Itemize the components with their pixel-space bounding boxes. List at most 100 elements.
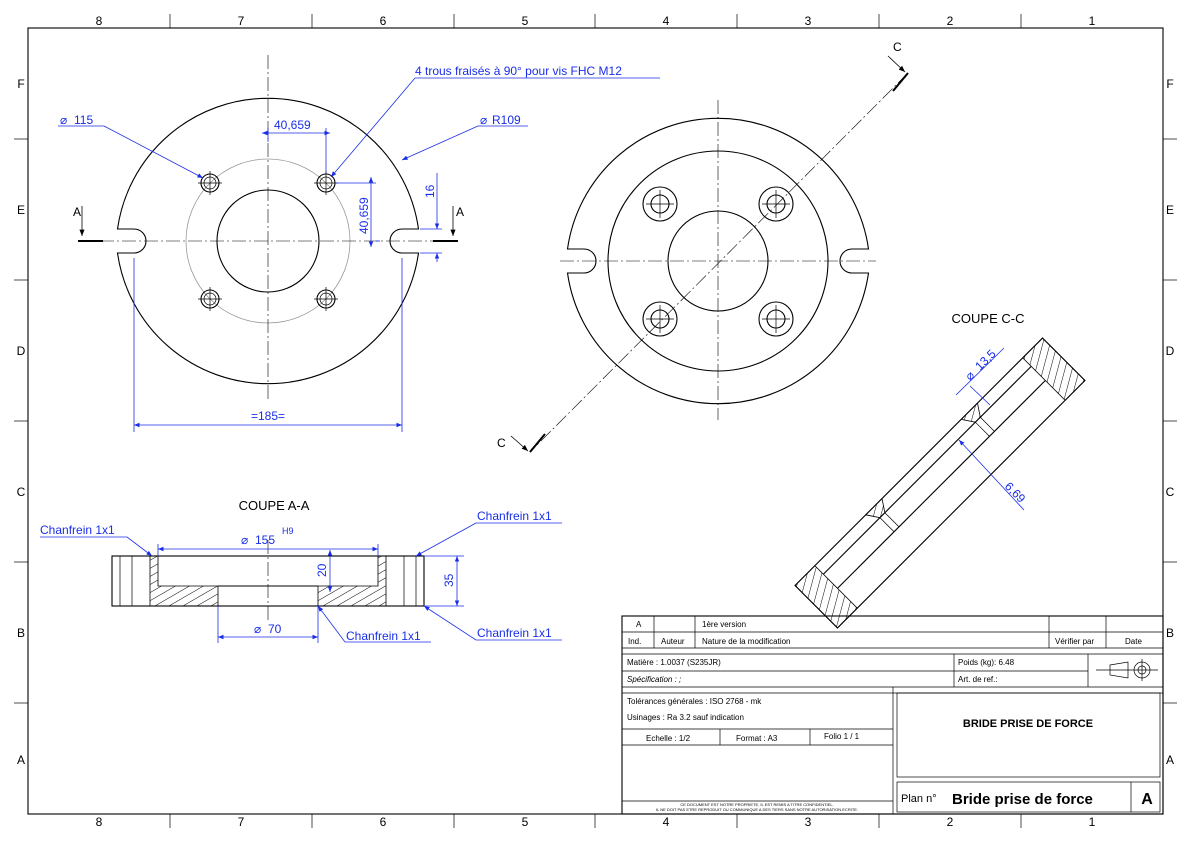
section-label-a: A <box>456 205 464 219</box>
dim-r-109: ⌀ R109 <box>401 113 528 161</box>
dia-13-5-text: 13,5 <box>972 346 999 373</box>
dim-16: 16 <box>420 173 442 262</box>
dia-70-text: 70 <box>268 622 282 636</box>
legal-notice-1: CE DOCUMENT EST NOTRE PROPRIETE, IL EST … <box>680 802 833 807</box>
chanfrein-br: Chanfrein 1x1 <box>423 605 562 641</box>
dim-y-text: 40,659 <box>357 197 371 234</box>
zone-col-label: 2 <box>947 14 954 28</box>
svg-text:⌀: ⌀ <box>60 113 67 127</box>
section-label-a: A <box>73 205 81 219</box>
plan-label: Plan n° <box>901 793 937 805</box>
legal-notice-2: IL NE DOIT PAS ETRE REPRODUIT OU COMMUNI… <box>656 807 858 812</box>
zone-col-label: 8 <box>96 14 103 28</box>
section-a-a: COUPE A-A Chanfrein 1x1 Chanfrein 1x1 Ch… <box>40 498 562 643</box>
countersunk-hole <box>642 301 678 337</box>
zone-col-label: 3 <box>805 815 812 829</box>
zone-col-label: 2 <box>947 815 954 829</box>
poids: Poids (kg): 6.48 <box>958 658 1015 667</box>
front-view-right: C C <box>497 40 909 453</box>
drawing-title: BRIDE PRISE DE FORCE <box>963 718 1093 730</box>
specification: Spécification : ; <box>627 675 681 684</box>
mounting-hole <box>198 171 222 195</box>
section-label-c: C <box>497 436 506 450</box>
section-line-a: A A <box>73 205 464 242</box>
section-c-c: COUPE C-C ⌀ 13,5 6,69 <box>794 311 1086 629</box>
dim-185: =185= <box>133 258 403 432</box>
rev-ind: A <box>636 620 642 629</box>
r-109-text: R109 <box>492 113 521 127</box>
drawing-frame: 8 7 6 5 4 3 2 1 8 7 6 5 4 3 2 1 F E D C … <box>14 14 1177 829</box>
dim-dia-155: ⌀ 155 H9 <box>157 526 379 556</box>
zone-col-label: 1 <box>1089 14 1096 28</box>
front-view-left: A A 4 trous fraisés à 90° pour vis FHC M… <box>58 55 660 432</box>
zone-row-label: C <box>17 485 26 499</box>
zone-row-label: D <box>1166 344 1175 358</box>
dim-dia-13-5: ⌀ 13,5 <box>955 346 1005 406</box>
zone-col-label: 5 <box>522 14 529 28</box>
header-date: Date <box>1125 637 1142 646</box>
countersunk-hole <box>642 186 678 222</box>
zone-row-label: D <box>17 344 26 358</box>
svg-text:Chanfrein 1x1: Chanfrein 1x1 <box>346 629 421 643</box>
zone-row-label: E <box>17 203 25 217</box>
zone-col-label: 5 <box>522 815 529 829</box>
dim-40-659-y: 40,659 <box>335 177 380 247</box>
zone-col-label: 7 <box>238 14 245 28</box>
zone-col-label: 4 <box>663 815 670 829</box>
svg-text:⌀: ⌀ <box>480 113 487 127</box>
echelle: Echelle : 1/2 <box>646 734 691 743</box>
dia-155-text: 155 <box>255 533 275 547</box>
mounting-hole <box>314 287 338 311</box>
zone-col-label: 1 <box>1089 815 1096 829</box>
dia-115-text: 115 <box>74 113 93 127</box>
header-auteur: Auteur <box>661 637 685 646</box>
dim-35: 35 <box>424 555 464 607</box>
section-line-c: C C <box>497 40 909 453</box>
dim-185-text: =185= <box>251 409 285 423</box>
svg-text:Chanfrein 1x1: Chanfrein 1x1 <box>40 523 115 537</box>
header-verif: Vérifier par <box>1055 637 1094 646</box>
dim-6-69: 6,69 <box>958 439 1029 511</box>
dim-35-text: 35 <box>442 573 456 587</box>
section-label-c: C <box>893 40 902 54</box>
chanfrein-bl: Chanfrein 1x1 <box>317 605 431 643</box>
dim-dia-115: ⌀ 115 <box>58 113 204 179</box>
matiere: Matière : 1.0037 (S235JR) <box>627 658 721 667</box>
dim-16-text: 16 <box>423 184 437 198</box>
header-nature: Nature de la modification <box>702 637 791 646</box>
usinages: Usinages : Ra 3.2 sauf indication <box>627 713 744 722</box>
tolerances: Tolérances générales : ISO 2768 - mk <box>627 697 762 706</box>
svg-text:⌀: ⌀ <box>254 622 261 636</box>
svg-text:Chanfrein 1x1: Chanfrein 1x1 <box>477 509 552 523</box>
zone-row-label: F <box>17 77 24 91</box>
section-a-a-title: COUPE A-A <box>239 498 310 513</box>
zone-row-label: B <box>1166 626 1174 640</box>
mounting-hole <box>198 287 222 311</box>
plan-name: Bride prise de force <box>952 791 1093 808</box>
countersunk-hole <box>758 301 794 337</box>
dim-20-text: 20 <box>315 563 329 577</box>
note-holes-text: 4 trous fraisés à 90° pour vis FHC M12 <box>415 64 622 78</box>
dim-x-text: 40,659 <box>274 118 311 132</box>
zone-row-label: C <box>1166 485 1175 499</box>
zone-col-label: 7 <box>238 815 245 829</box>
rev-text: 1ère version <box>702 620 746 629</box>
zone-row-label: A <box>1166 753 1174 767</box>
zone-col-label: 4 <box>663 14 670 28</box>
dim-6-69-text: 6,69 <box>1002 479 1029 506</box>
plan-revision: A <box>1141 791 1153 808</box>
chanfrein-tr: Chanfrein 1x1 <box>415 509 562 557</box>
folio: Folio 1 / 1 <box>824 732 860 741</box>
zone-col-label: 6 <box>380 14 387 28</box>
title-block: A 1ère version Ind. Auteur Nature de la … <box>621 615 1164 815</box>
zone-row-label: B <box>17 626 25 640</box>
projection-symbol-icon <box>1096 659 1158 681</box>
dim-40-659-x: 40,659 <box>262 118 330 174</box>
tol-h9-text: H9 <box>282 526 294 536</box>
dim-20: 20 <box>315 550 333 592</box>
chanfrein-tl: Chanfrein 1x1 <box>40 523 153 557</box>
art-ref: Art. de ref.: <box>958 675 998 684</box>
zone-col-label: 8 <box>96 815 103 829</box>
svg-text:Chanfrein 1x1: Chanfrein 1x1 <box>477 626 552 640</box>
zone-col-label: 6 <box>380 815 387 829</box>
